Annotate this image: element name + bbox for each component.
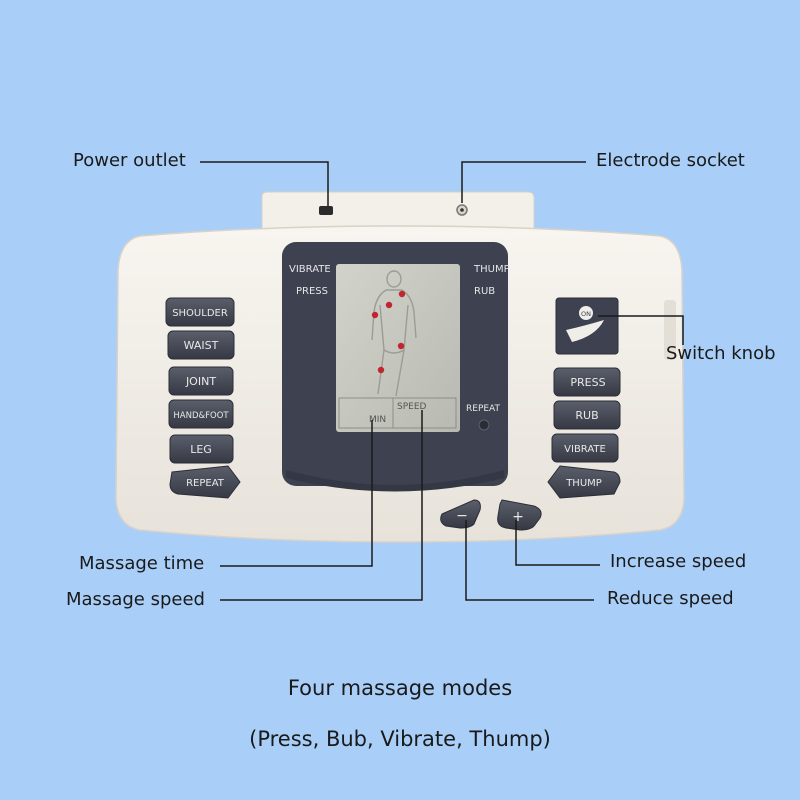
callout-leader-lines [200, 161, 684, 601]
power-outlet-port [319, 206, 333, 215]
switch-knob-leader [598, 315, 684, 345]
callout-electrode-socket: Electrode socket [596, 150, 745, 171]
lcd-label-repeat: REPEAT [466, 404, 501, 414]
increase-speed-leader [515, 520, 600, 566]
left-repeat-button[interactable] [169, 465, 241, 499]
switch-knob-label: ON [581, 310, 591, 318]
acupoint-markers [371, 290, 406, 374]
callout-massage-time: Massage time [79, 553, 205, 574]
massage-time-leader [220, 420, 373, 567]
right-button-column[interactable]: PRESS RUB VIBRATE THUMP [547, 367, 621, 499]
reduce-speed-button[interactable]: − [440, 499, 481, 529]
rub-button[interactable] [553, 400, 621, 430]
left-button-column[interactable]: SHOULDER WAIST JOINT HAND&FOOT LEG REPEA… [165, 297, 241, 499]
body-outline-figure [371, 270, 417, 397]
power-outlet-leader [200, 161, 329, 206]
electrode-socket-leader [461, 161, 586, 203]
lcd-readout-box [338, 397, 457, 429]
vibrate-button[interactable] [551, 433, 619, 463]
rub-button-label: RUB [575, 409, 598, 422]
lcd-label-press: PRESS [296, 286, 328, 297]
shoulder-button-label: SHOULDER [172, 308, 228, 319]
lcd-screen [336, 264, 460, 432]
callout-reduce-speed: Reduce speed [607, 588, 734, 609]
increase-speed-label: + [512, 509, 524, 525]
repeat-indicator-led [478, 419, 490, 431]
callout-switch-knob: Switch knob [666, 343, 776, 364]
shoulder-button[interactable] [165, 297, 235, 327]
lcd-label-speed: SPEED [397, 402, 427, 412]
callout-power-outlet: Power outlet [73, 150, 186, 171]
press-button-label: PRESS [570, 376, 605, 389]
vibrate-button-label: VIBRATE [564, 444, 606, 455]
handfoot-button-label: HAND&FOOT [173, 411, 229, 421]
callout-increase-speed: Increase speed [610, 551, 747, 572]
press-button[interactable] [553, 367, 621, 397]
switch-knob[interactable]: ON [555, 297, 619, 355]
leg-button-label: LEG [190, 443, 212, 456]
lcd-label-rub: RUB [474, 286, 495, 297]
waist-button[interactable] [167, 330, 235, 360]
reduce-speed-label: − [456, 508, 468, 524]
increase-speed-button[interactable]: + [497, 499, 542, 531]
side-nub [664, 300, 676, 360]
caption-title: Four massage modes [287, 676, 513, 700]
lcd-label-vibrate: VIBRATE [289, 264, 331, 275]
thump-button[interactable] [547, 465, 621, 499]
caption-modes-list: (Press, Bub, Vibrate, Thump) [249, 727, 551, 751]
massage-speed-leader [220, 410, 423, 601]
callout-massage-speed: Massage speed [66, 589, 205, 610]
joint-button[interactable] [168, 366, 234, 396]
handfoot-button[interactable] [168, 399, 234, 429]
thump-button-label: THUMP [565, 478, 602, 489]
reduce-speed-leader [465, 520, 594, 601]
left-repeat-button-label: REPEAT [186, 478, 225, 489]
joint-button-label: JOINT [185, 375, 216, 388]
leg-button[interactable] [169, 434, 234, 464]
lcd-label-thump: THUMP [473, 264, 510, 275]
waist-button-label: WAIST [184, 339, 219, 352]
lcd-label-min: MIN [369, 415, 386, 425]
